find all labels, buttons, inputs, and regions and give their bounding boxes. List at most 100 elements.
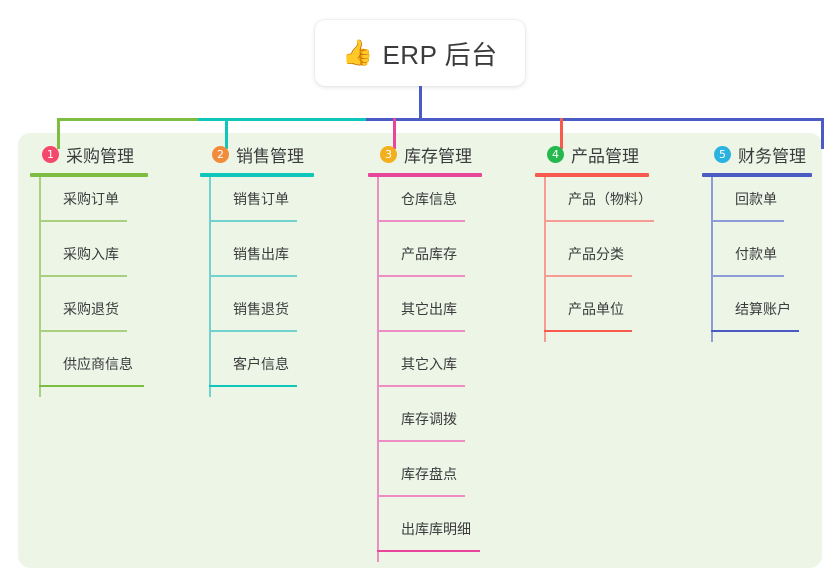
list-item-label: 采购入库 bbox=[63, 246, 119, 262]
connector-drop-2 bbox=[225, 118, 228, 149]
column-items: 产品（物料） 产品分类产品单位 bbox=[535, 177, 657, 342]
list-item-label: 销售订单 bbox=[233, 191, 289, 207]
list-item[interactable]: 库存盘点 bbox=[368, 452, 490, 507]
column-items: 采购订单采购入库采购退货供应商信息 bbox=[30, 177, 152, 397]
list-item[interactable]: 客户信息 bbox=[200, 342, 322, 397]
list-item-label: 其它入库 bbox=[401, 356, 457, 372]
list-item[interactable]: 供应商信息 bbox=[30, 342, 152, 397]
connector-drop-4 bbox=[560, 118, 563, 149]
column-badge-number: 2 bbox=[212, 145, 229, 163]
list-item[interactable]: 采购订单 bbox=[30, 177, 152, 232]
column-spine-line bbox=[39, 177, 41, 397]
list-item[interactable]: 出库库明细 bbox=[368, 507, 490, 562]
list-item-label: 结算账户 bbox=[735, 301, 791, 317]
list-item[interactable]: 采购退货 bbox=[30, 287, 152, 342]
column-header-underline bbox=[30, 173, 148, 177]
list-item[interactable]: 回款单 bbox=[702, 177, 824, 232]
column-items: 仓库信息产品库存其它出库其它入库库存调拨库存盘点出库库明细 bbox=[368, 177, 490, 562]
list-item-label: 供应商信息 bbox=[63, 356, 133, 372]
column-badge-number: 1 bbox=[42, 145, 59, 163]
list-item-label: 库存盘点 bbox=[401, 466, 457, 482]
list-item-underline bbox=[711, 220, 784, 222]
list-item-label: 销售退货 bbox=[233, 301, 289, 317]
list-item-underline bbox=[377, 440, 465, 442]
list-item-underline bbox=[544, 330, 632, 332]
list-item-underline bbox=[39, 275, 127, 277]
list-item-label: 产品库存 bbox=[401, 246, 457, 262]
list-item[interactable]: 付款单 bbox=[702, 232, 824, 287]
list-item[interactable]: 产品（物料） bbox=[535, 177, 657, 232]
list-item-label: 产品分类 bbox=[568, 246, 624, 262]
column-title: 销售管理 bbox=[236, 146, 304, 166]
list-item-underline bbox=[377, 220, 465, 222]
list-item[interactable]: 产品单位 bbox=[535, 287, 657, 342]
column-badge-number: 4 bbox=[547, 145, 564, 163]
list-item-label: 出库库明细 bbox=[401, 521, 471, 537]
list-item-label: 回款单 bbox=[735, 191, 777, 207]
list-item-underline bbox=[39, 330, 127, 332]
list-item-underline bbox=[209, 275, 297, 277]
connector-drop-5 bbox=[821, 118, 824, 149]
column-header-underline bbox=[200, 173, 314, 177]
list-item-label: 产品（物料） bbox=[568, 191, 652, 207]
list-item[interactable]: 销售出库 bbox=[200, 232, 322, 287]
list-item-underline bbox=[377, 385, 465, 387]
list-item[interactable]: 结算账户 bbox=[702, 287, 824, 342]
column-spine-line bbox=[711, 177, 713, 342]
list-item[interactable]: 其它出库 bbox=[368, 287, 490, 342]
column-items: 回款单付款单结算账户 bbox=[702, 177, 824, 342]
connector-root-stem bbox=[419, 86, 422, 119]
list-item-underline bbox=[377, 550, 480, 552]
list-item-label: 付款单 bbox=[735, 246, 777, 262]
list-item[interactable]: 其它入库 bbox=[368, 342, 490, 397]
list-item-label: 客户信息 bbox=[233, 356, 289, 372]
column-title: 库存管理 bbox=[404, 146, 472, 166]
list-item-label: 产品单位 bbox=[568, 301, 624, 317]
column-header-underline bbox=[368, 173, 482, 177]
list-item[interactable]: 采购入库 bbox=[30, 232, 152, 287]
list-item-underline bbox=[544, 275, 632, 277]
list-item-underline bbox=[209, 330, 297, 332]
list-item-label: 仓库信息 bbox=[401, 191, 457, 207]
column-header-underline bbox=[702, 173, 812, 177]
column-header-2[interactable]: 2 销售管理 bbox=[200, 142, 322, 166]
root-node-card[interactable]: 👍 ERP 后台 bbox=[315, 20, 525, 86]
list-item-label: 销售出库 bbox=[233, 246, 289, 262]
connector-bus-segment-2 bbox=[198, 118, 368, 121]
column-title: 产品管理 bbox=[571, 146, 639, 166]
thumbs-up-icon: 👍 bbox=[342, 38, 374, 67]
list-item-underline bbox=[39, 220, 127, 222]
list-item-underline bbox=[711, 275, 784, 277]
list-item-underline bbox=[544, 220, 654, 222]
list-item-label: 采购订单 bbox=[63, 191, 119, 207]
column-items: 销售订单销售出库销售退货客户信息 bbox=[200, 177, 322, 397]
column-4: 4 产品管理产品（物料） 产品分类产品单位 bbox=[535, 142, 657, 342]
root-node-title: ERP 后台 bbox=[382, 39, 498, 70]
list-item-label: 其它出库 bbox=[401, 301, 457, 317]
list-item[interactable]: 库存调拨 bbox=[368, 397, 490, 452]
column-spine-line bbox=[377, 177, 379, 562]
list-item[interactable]: 销售退货 bbox=[200, 287, 322, 342]
list-item[interactable]: 销售订单 bbox=[200, 177, 322, 232]
column-header-underline bbox=[535, 173, 649, 177]
list-item-underline bbox=[377, 275, 465, 277]
list-item-underline bbox=[209, 385, 297, 387]
connector-drop-3 bbox=[393, 118, 396, 149]
column-header-4[interactable]: 4 产品管理 bbox=[535, 142, 657, 166]
connector-drop-1 bbox=[57, 118, 60, 149]
connector-bus-segment-3 bbox=[366, 118, 824, 121]
list-item-underline bbox=[209, 220, 297, 222]
list-item-underline bbox=[711, 330, 799, 332]
column-title: 财务管理 bbox=[738, 146, 806, 166]
list-item[interactable]: 仓库信息 bbox=[368, 177, 490, 232]
list-item[interactable]: 产品分类 bbox=[535, 232, 657, 287]
list-item-label: 库存调拨 bbox=[401, 411, 457, 427]
list-item-underline bbox=[377, 330, 465, 332]
list-item[interactable]: 产品库存 bbox=[368, 232, 490, 287]
